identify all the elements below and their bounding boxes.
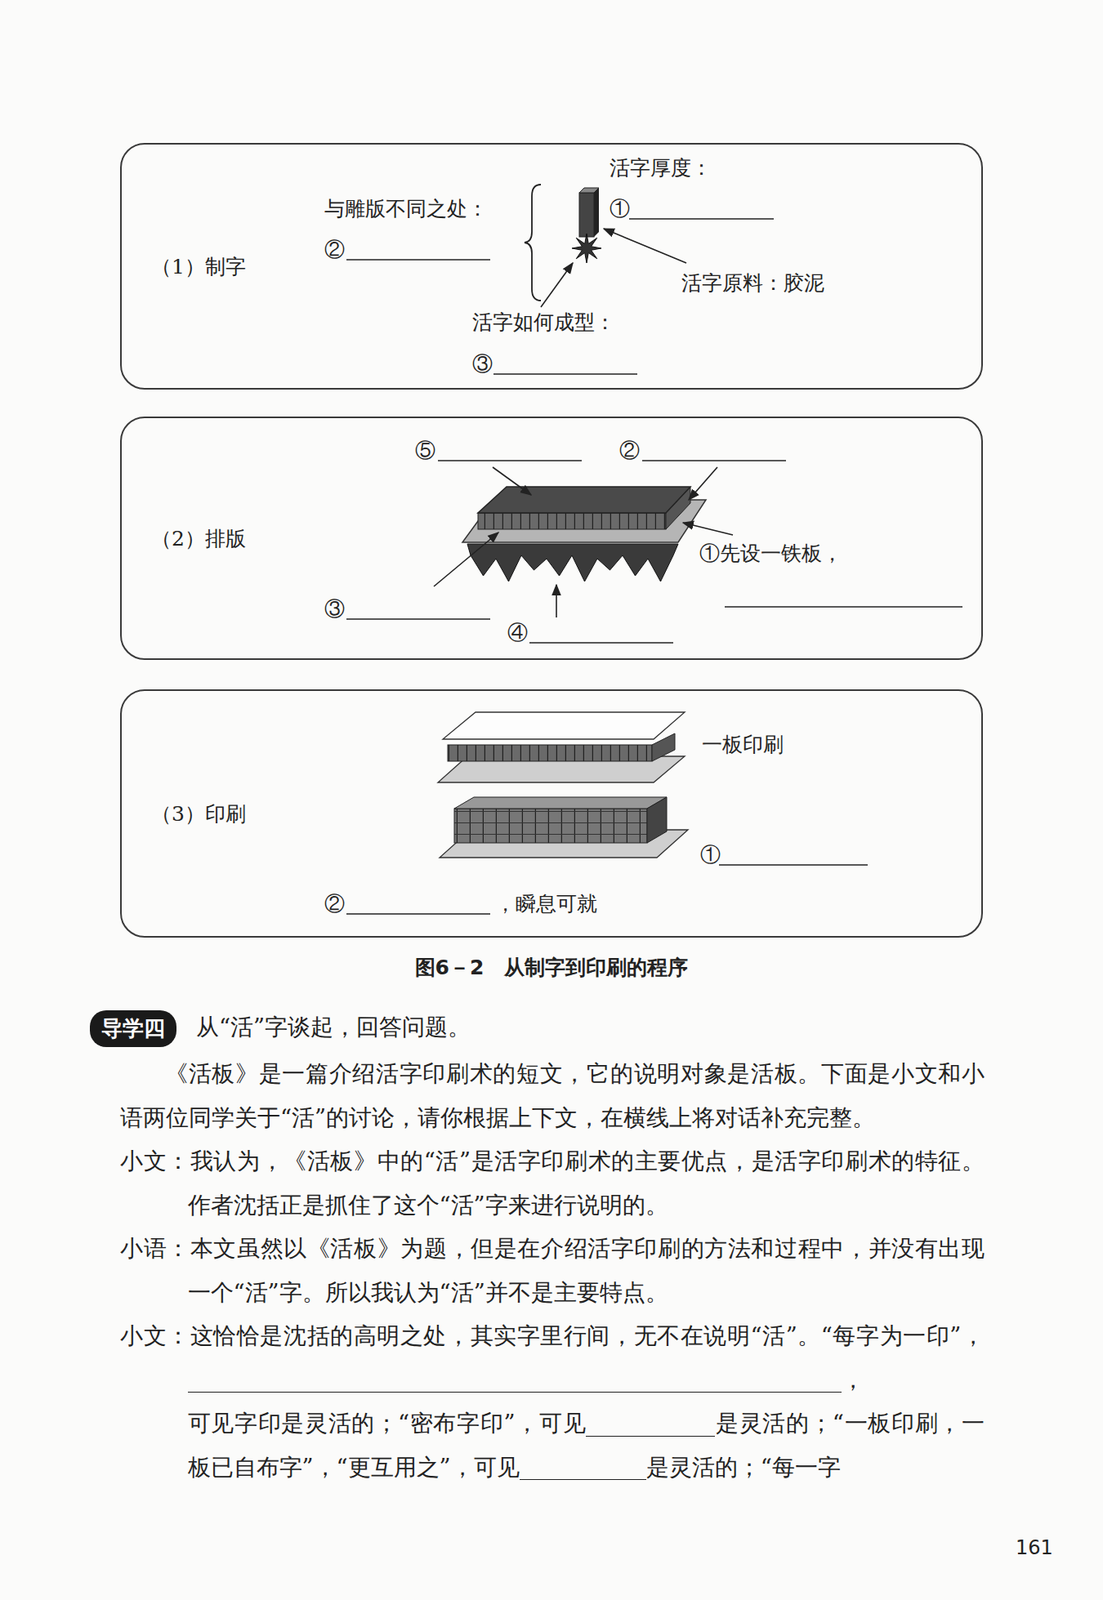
top-layer	[477, 486, 691, 514]
badge-label: 导学四	[91, 1012, 175, 1046]
leader-line	[555, 584, 558, 618]
leader-line	[603, 228, 687, 264]
answer-blank	[724, 606, 963, 608]
printing-figure	[346, 712, 868, 915]
answer-blank	[642, 459, 786, 461]
typesetting-figure	[346, 460, 963, 644]
answer-blank	[346, 259, 491, 260]
exercise-text: 《活板》是一篇介绍活字印刷术的短文，它的说明对象是活板。下面是小文和小语两位同学…	[120, 1052, 985, 1490]
body-text: 小语：本文虽然以《活板》为题，但是在介绍活字印刷的方法和过程中，并没有出现一个“…	[120, 1235, 985, 1306]
leader-line	[688, 467, 718, 501]
type-block-side	[593, 187, 599, 237]
answer-blank	[493, 373, 638, 375]
answer-blank	[585, 1411, 715, 1438]
step-panel: （2）排版	[120, 416, 983, 661]
body-text: 小文：我认为，《活板》中的“活”是活字印刷术的主要优点，是活字印刷术的特征。作者…	[120, 1147, 985, 1219]
body-text: 《活板》是一篇介绍活字印刷术的短文，它的说明对象是活板。下面是小文和小语两位同学…	[120, 1060, 985, 1131]
type-block	[579, 192, 594, 237]
fire-symbol	[571, 233, 602, 264]
step-panel: （1）制字	[120, 142, 983, 390]
leader-line	[540, 263, 573, 308]
leader-line	[433, 532, 499, 587]
body-text: 小文：这恰恰是沈括的高明之处，其实字里行间，无不在说明“活”。“每字为一印”，	[120, 1322, 985, 1349]
answer-blank	[519, 1455, 647, 1481]
page-number: 161	[1015, 1536, 1054, 1561]
field-label: 活字如何成型：	[472, 310, 616, 335]
type-row	[447, 745, 652, 762]
paper-sheet	[442, 712, 685, 740]
type-grid-side	[647, 797, 667, 844]
exercise-prompt: 从“活”字谈起，回答问题。	[196, 1013, 471, 1041]
body-text: 可见字印是灵活的；“密布字印”，可见	[187, 1410, 587, 1437]
paragraph: 《活板》是一篇介绍活字印刷术的短文，它的说明对象是活板。下面是小文和小语两位同学…	[120, 1052, 985, 1140]
brace	[524, 184, 541, 301]
figure-caption: 图6－2 从制字到印刷的程序	[415, 954, 689, 982]
fire-symbol	[467, 544, 679, 582]
type-row	[477, 513, 666, 530]
answer-blank	[187, 1367, 842, 1394]
paragraph: 小语：本文虽然以《活板》为题，但是在介绍活字印刷的方法和过程中，并没有出现一个“…	[120, 1227, 985, 1315]
answer-blank	[346, 913, 491, 915]
callout-number: ⑤	[415, 438, 436, 464]
callout-number: ③	[324, 597, 345, 622]
field-label: 与雕版不同之处：	[324, 196, 488, 222]
paragraph: 小文：这恰恰是沈括的高明之处，其实字里行间，无不在说明“活”。“每字为一印”， ，…	[120, 1314, 985, 1490]
answer-blank	[529, 642, 674, 644]
paragraph: 小文：我认为，《活板》中的“活”是活字印刷术的主要优点，是活字印刷术的特征。作者…	[120, 1139, 985, 1228]
answer-blank	[629, 218, 774, 219]
panel-title: （2）排版	[151, 525, 246, 553]
callout-number: ②	[619, 438, 640, 464]
type-grid-top	[454, 797, 667, 809]
panel-title: （1）制字	[151, 253, 246, 281]
callout-number: ②	[324, 237, 345, 263]
body-text: ，	[841, 1366, 865, 1394]
callout-number: ③	[472, 352, 493, 377]
callout-number: ④	[507, 620, 528, 646]
section-badge: 导学四	[89, 1010, 177, 1048]
callout-note: ，瞬息可就	[495, 892, 598, 917]
field-label: 活字原料：胶泥	[681, 271, 825, 296]
field-label: 活字厚度：	[609, 156, 712, 181]
callout-number: ①	[700, 843, 721, 868]
callout-number: ①	[609, 196, 630, 222]
callout-note: ①先设一铁板，	[699, 541, 843, 567]
leader-line	[683, 522, 733, 536]
panel-title: （3）印刷	[151, 800, 246, 828]
answer-blank	[718, 864, 868, 866]
body-text: 是灵活的；“每一字	[646, 1454, 841, 1481]
answer-blank	[346, 618, 491, 620]
leader-line	[492, 467, 532, 496]
callout-note: 一板印刷	[701, 732, 784, 758]
callout-number: ②	[324, 892, 345, 917]
type-grid	[454, 808, 648, 844]
answer-blank	[437, 459, 582, 461]
